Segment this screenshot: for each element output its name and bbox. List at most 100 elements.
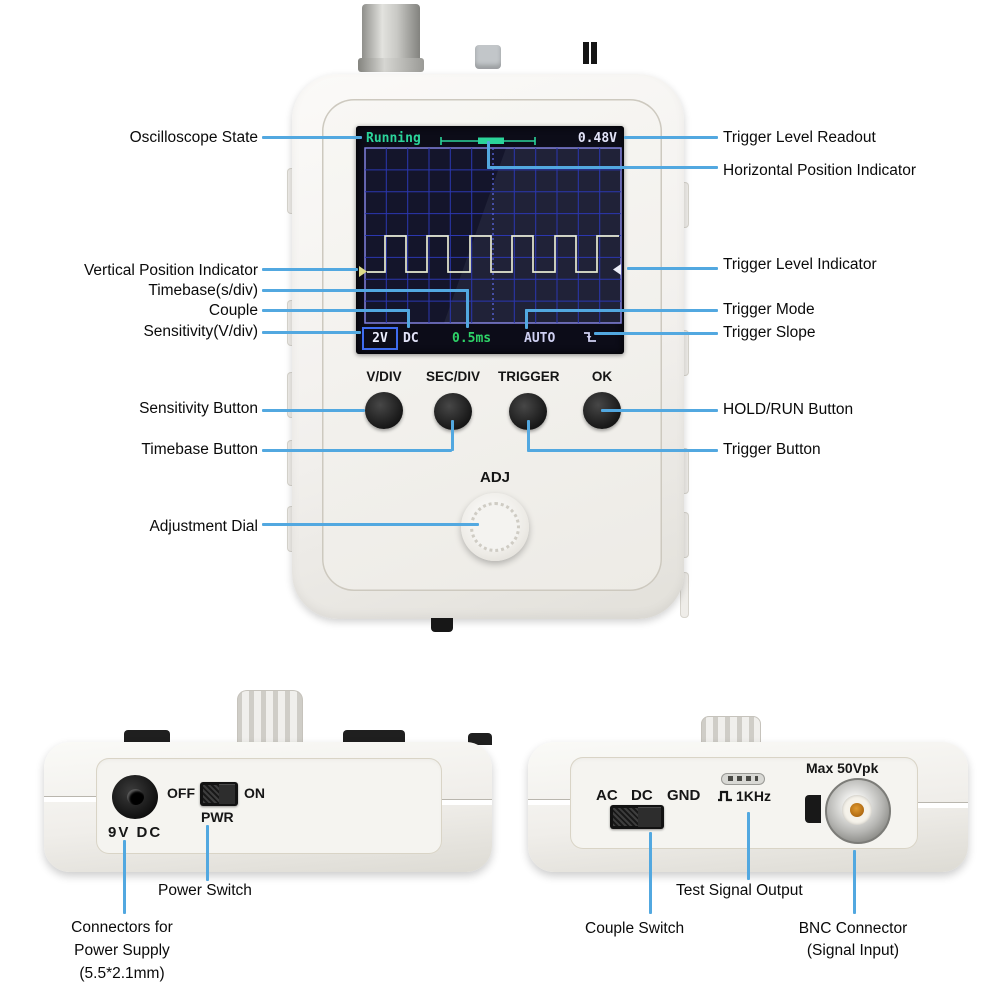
dc-label: DC — [631, 787, 653, 804]
callout-line-vertical-position — [262, 268, 358, 271]
trigger-level-readout-value: 0.48V — [577, 131, 617, 146]
secdiv-button-label: SEC/DIV — [425, 369, 480, 384]
dc-port-label: 9V DC — [108, 824, 163, 841]
adjustment-dial — [461, 493, 529, 561]
callout-line-trigger-slope — [594, 332, 718, 335]
waveform-square — [367, 235, 619, 273]
trigger-mode-value: AUTO — [524, 331, 556, 346]
ac-label: AC — [596, 787, 618, 804]
top-black-tab — [583, 42, 589, 64]
screen-status: Running — [366, 131, 421, 146]
case-seam — [438, 799, 492, 805]
callout-line-couple-switch — [649, 832, 652, 914]
vertical-position-arrow-icon — [359, 266, 367, 277]
adjustment-dial-cap — [470, 502, 520, 552]
grip-tab — [287, 440, 296, 486]
side-knob-right-device — [701, 716, 761, 746]
trigger-level-arrow-icon — [613, 264, 621, 275]
side-knob-left-device — [237, 690, 303, 746]
label-adjustment-dial: Adjustment Dial — [149, 518, 258, 535]
case-seam — [916, 802, 968, 808]
callout-line-timebase-h — [262, 289, 469, 292]
timebase-value: 0.5ms — [452, 331, 492, 346]
power-switch — [200, 782, 238, 806]
callout-line-horizontal-position-v — [487, 141, 490, 169]
callout-line-power-switch — [206, 825, 209, 881]
bottom-nub — [431, 618, 453, 632]
callout-line-bnc-connector — [853, 850, 856, 914]
callout-line-trigger-level-indicator — [627, 267, 718, 270]
grip-tab — [680, 572, 689, 618]
label-trigger-button: Trigger Button — [723, 441, 821, 458]
label-couple-switch: Couple Switch — [585, 920, 685, 937]
bnc-clip — [805, 795, 821, 823]
label-horizontal-position-indicator: Horizontal Position Indicator — [723, 162, 916, 179]
grip-tab — [287, 506, 296, 552]
label-trigger-level-indicator: Trigger Level Indicator — [723, 256, 877, 273]
couple-value: DC — [403, 331, 419, 346]
label-oscilloscope-state: Oscilloscope State — [129, 129, 258, 146]
callout-line-timebase-button-v — [451, 420, 454, 451]
power-on-label: ON — [244, 785, 265, 801]
label-test-signal-output: Test Signal Output — [676, 882, 803, 899]
callout-line-adjustment-dial — [262, 523, 479, 526]
couple-switch-knob — [638, 807, 661, 827]
label-connectors-line2: Power Supply — [74, 942, 170, 959]
label-sensitivity: Sensitivity(V/div) — [143, 323, 258, 340]
case-seam — [44, 796, 98, 802]
callout-line-sensitivity — [262, 331, 361, 334]
label-trigger-mode: Trigger Mode — [723, 301, 815, 318]
dc-power-jack-hole — [127, 789, 144, 805]
label-connectors-line1: Connectors for — [71, 919, 173, 936]
top-cap — [468, 733, 492, 745]
label-holdrun-button: HOLD/RUN Button — [723, 401, 854, 418]
test-signal-connector-pins — [728, 776, 758, 781]
label-trigger-level-readout: Trigger Level Readout — [723, 129, 876, 146]
label-bnc-line2: (Signal Input) — [806, 942, 900, 959]
couple-switch-texture — [613, 808, 642, 826]
callout-line-trigger-mode-h — [525, 309, 718, 312]
gnd-label: GND — [667, 787, 701, 804]
top-cap — [124, 730, 170, 745]
top-bnc-flange — [358, 58, 424, 72]
callout-line-trigger-level-readout — [624, 136, 718, 139]
screen-graphics — [359, 137, 622, 324]
square-wave-icon — [718, 790, 732, 802]
sensitivity-value: 2V — [362, 327, 398, 350]
bnc-center-pin — [850, 803, 864, 817]
case-seam — [528, 799, 578, 805]
label-couple: Couple — [208, 302, 258, 319]
label-connectors-line3: (5.5*2.1mm) — [79, 965, 165, 982]
top-trimmer — [475, 45, 501, 69]
trigger-button-label: TRIGGER — [498, 369, 560, 384]
grip-tab — [287, 168, 296, 214]
adj-label: ADJ — [479, 469, 510, 486]
grip-tab — [680, 448, 689, 494]
label-bnc-line1: BNC Connector — [798, 920, 908, 937]
label-vertical-position-indicator: Vertical Position Indicator — [83, 262, 258, 279]
vdiv-button — [365, 392, 403, 429]
label-timebase: Timebase(s/div) — [148, 282, 258, 299]
top-black-tab-2 — [591, 42, 597, 64]
callout-line-horizontal-position-h — [487, 166, 718, 169]
grip-tab — [287, 300, 296, 346]
grip-tab — [680, 512, 689, 558]
max-voltage-label: Max 50Vpk — [806, 760, 879, 776]
grip-tab — [680, 330, 689, 376]
callout-line-sensitivity-button — [262, 409, 365, 412]
pwr-label: PWR — [201, 809, 234, 825]
khz-label: 1KHz — [736, 788, 772, 804]
label-timebase-button: Timebase Button — [141, 441, 258, 458]
oscilloscope-screen: Running 0.48V 2V DC 0.5ms AUTO — [356, 126, 624, 354]
vdiv-button-label: V/DIV — [366, 369, 402, 384]
callout-line-oscilloscope-state — [262, 136, 362, 139]
callout-line-trigger-button-v — [527, 420, 530, 451]
power-switch-texture — [203, 785, 223, 803]
callout-line-timebase-button-h — [262, 449, 452, 452]
callout-line-trigger-mode-v — [525, 309, 528, 329]
ok-button-label: OK — [591, 369, 613, 384]
callout-line-test-signal — [747, 812, 750, 880]
callout-line-trigger-button-h — [527, 449, 718, 452]
callout-line-power-connector — [123, 840, 126, 914]
